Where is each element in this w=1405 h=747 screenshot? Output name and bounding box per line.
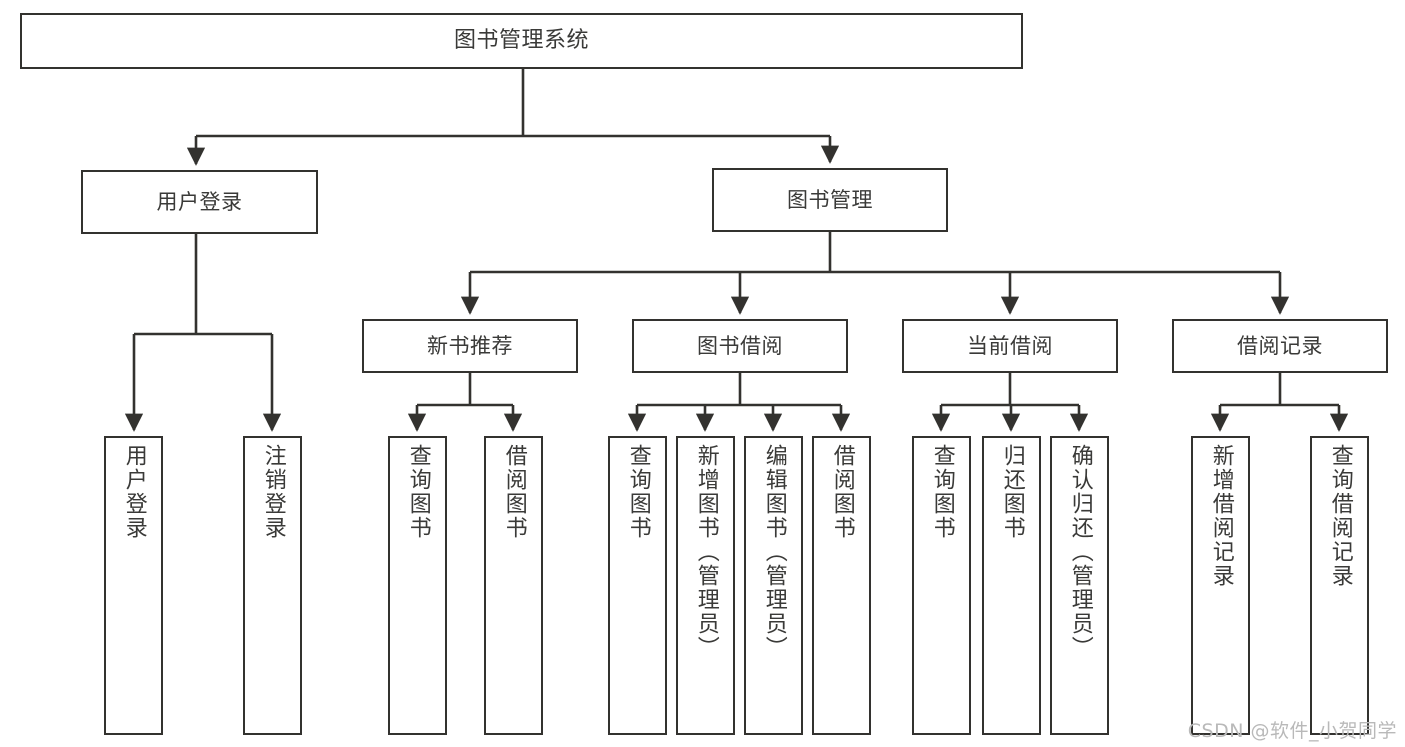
node-borrow-record[interactable]: 借阅记录 (1172, 319, 1388, 373)
node-current-borrow-label: 当前借阅 (967, 333, 1053, 358)
node-leaf-query-book-3[interactable]: 查询图书 (912, 436, 971, 735)
node-user-login-label: 用户登录 (156, 189, 243, 214)
node-leaf-add-book[interactable]: 新增图书（管理员） (676, 436, 735, 735)
watermark: CSDN @软件_小贺同学 (1187, 720, 1397, 742)
node-leaf-return-book-label: 归还图书 (999, 444, 1025, 540)
node-user-login[interactable]: 用户登录 (81, 170, 318, 234)
node-leaf-user-login-label: 用户登录 (121, 444, 147, 540)
node-current-borrow[interactable]: 当前借阅 (902, 319, 1118, 373)
node-borrow-record-label: 借阅记录 (1237, 333, 1323, 358)
node-leaf-query-record-label: 查询借阅记录 (1327, 444, 1353, 588)
node-leaf-borrow-book-1[interactable]: 借阅图书 (484, 436, 543, 735)
node-leaf-confirm-return[interactable]: 确认归还（管理员） (1050, 436, 1109, 735)
node-leaf-return-book[interactable]: 归还图书 (982, 436, 1041, 735)
node-leaf-edit-book-label: 编辑图书（管理员） (761, 444, 787, 660)
node-leaf-add-book-label: 新增图书（管理员） (693, 444, 719, 660)
node-leaf-add-record[interactable]: 新增借阅记录 (1191, 436, 1250, 735)
node-leaf-query-book-3-label: 查询图书 (929, 444, 955, 540)
node-book-manage[interactable]: 图书管理 (712, 168, 948, 232)
node-leaf-confirm-return-label: 确认归还（管理员） (1067, 444, 1093, 660)
node-leaf-user-login[interactable]: 用户登录 (104, 436, 163, 735)
node-book-borrow-label: 图书借阅 (697, 333, 783, 358)
node-book-manage-label: 图书管理 (787, 187, 873, 212)
node-leaf-query-book-1[interactable]: 查询图书 (388, 436, 447, 735)
node-leaf-query-book-1-label: 查询图书 (405, 444, 431, 540)
node-leaf-query-book-2[interactable]: 查询图书 (608, 436, 667, 735)
node-leaf-add-record-label: 新增借阅记录 (1208, 444, 1234, 588)
node-root-label: 图书管理系统 (453, 28, 589, 53)
node-leaf-query-book-2-label: 查询图书 (625, 444, 651, 540)
node-leaf-query-record[interactable]: 查询借阅记录 (1310, 436, 1369, 735)
node-new-book-rec[interactable]: 新书推荐 (362, 319, 578, 373)
node-leaf-borrow-book-2[interactable]: 借阅图书 (812, 436, 871, 735)
node-leaf-borrow-book-2-label: 借阅图书 (829, 444, 855, 540)
node-leaf-edit-book[interactable]: 编辑图书（管理员） (744, 436, 803, 735)
node-new-book-rec-label: 新书推荐 (427, 333, 513, 358)
node-leaf-logout[interactable]: 注销登录 (243, 436, 302, 735)
node-leaf-borrow-book-1-label: 借阅图书 (501, 444, 527, 540)
node-book-borrow[interactable]: 图书借阅 (632, 319, 848, 373)
node-root[interactable]: 图书管理系统 (20, 13, 1023, 69)
node-leaf-logout-label: 注销登录 (260, 444, 286, 540)
